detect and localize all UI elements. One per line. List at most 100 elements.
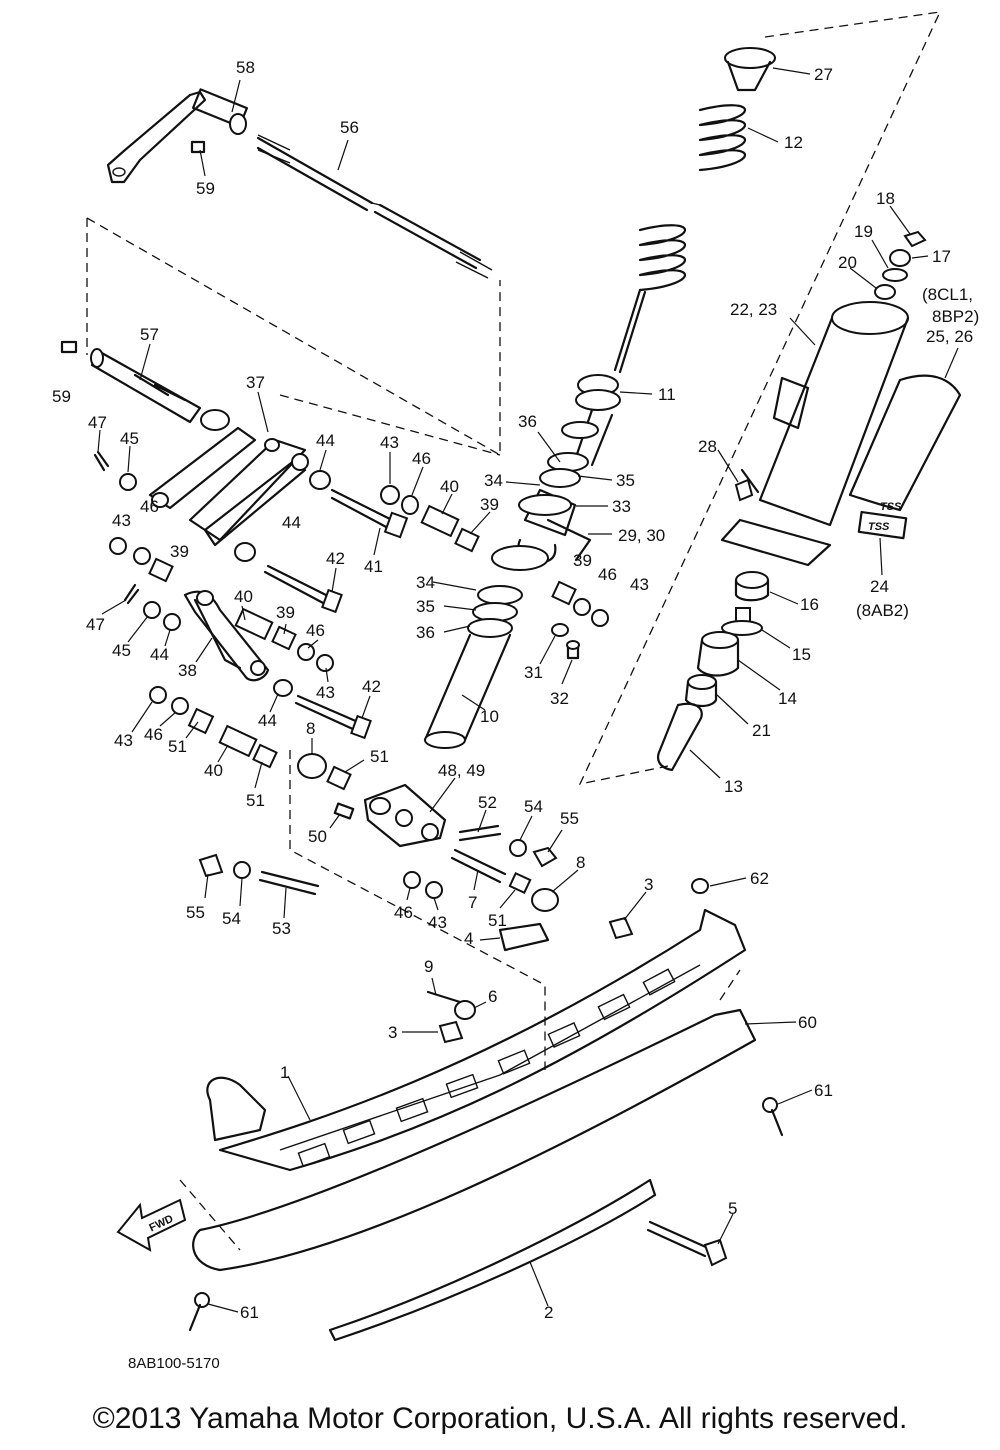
callout-62: 62 bbox=[750, 869, 769, 888]
callout-51: 51 bbox=[370, 747, 389, 766]
nut-3-top bbox=[608, 916, 634, 940]
callout-9: 9 bbox=[424, 957, 433, 976]
callout-47: 47 bbox=[86, 615, 105, 634]
callout-20: 20 bbox=[838, 253, 857, 272]
collar-20 bbox=[874, 284, 896, 300]
callout-15: 15 bbox=[792, 645, 811, 664]
set-screw-59-top bbox=[190, 140, 206, 154]
callout-55: 55 bbox=[560, 809, 579, 828]
callout-10: 10 bbox=[480, 707, 499, 726]
callout-51: 51 bbox=[488, 911, 507, 930]
callout-40: 40 bbox=[440, 477, 459, 496]
callout-46: 46 bbox=[306, 621, 325, 640]
bolt-5 bbox=[646, 1220, 728, 1267]
callout-39: 39 bbox=[170, 542, 189, 561]
variant-note-8bp2: 8BP2) bbox=[932, 307, 979, 326]
callout-54: 54 bbox=[222, 909, 241, 928]
washer-46-e bbox=[573, 598, 591, 616]
callout-22-23: 22, 23 bbox=[730, 300, 777, 319]
arm-37 bbox=[148, 426, 309, 547]
collar-51-a bbox=[187, 707, 215, 735]
callout-34: 34 bbox=[484, 471, 503, 490]
spring-seat-27 bbox=[724, 47, 776, 92]
pin-7 bbox=[450, 848, 507, 884]
washer-44-d bbox=[273, 679, 293, 697]
collar-39-a bbox=[454, 527, 480, 553]
bushing-40-c bbox=[218, 724, 258, 758]
boot-cover-22-23 bbox=[720, 301, 910, 567]
callout-34: 34 bbox=[416, 573, 435, 592]
callout-8: 8 bbox=[576, 853, 585, 872]
ski-bracket-48-49 bbox=[363, 783, 447, 848]
washer-46-d bbox=[171, 697, 189, 715]
callout-53: 53 bbox=[272, 919, 291, 938]
washer-44-b bbox=[234, 542, 256, 562]
callout-43: 43 bbox=[316, 683, 335, 702]
callout-6: 6 bbox=[488, 987, 497, 1006]
callout-8: 8 bbox=[306, 719, 315, 738]
washer-19 bbox=[882, 268, 908, 282]
callout-2: 2 bbox=[544, 1303, 553, 1322]
callout-52: 52 bbox=[478, 793, 497, 812]
bushing-16 bbox=[734, 571, 770, 602]
nut-43-c bbox=[316, 654, 334, 672]
callout-labels: 58 56 59 27 12 18 19 17 20 (8CL1, 8BP2) … bbox=[52, 58, 979, 1322]
steering-arm-58 bbox=[106, 88, 249, 184]
tss-badge-label: TSS bbox=[868, 521, 890, 533]
callout-43: 43 bbox=[630, 575, 649, 594]
rivet-61-left bbox=[188, 1292, 210, 1332]
callout-44: 44 bbox=[282, 513, 301, 532]
callout-5: 5 bbox=[728, 1199, 737, 1218]
callout-60: 60 bbox=[798, 1013, 817, 1032]
callout-39: 39 bbox=[573, 551, 592, 570]
callout-43: 43 bbox=[380, 433, 399, 452]
callout-41: 41 bbox=[364, 557, 383, 576]
callout-39: 39 bbox=[480, 495, 499, 514]
washer-54-b bbox=[233, 861, 251, 879]
callout-40: 40 bbox=[204, 761, 223, 780]
callout-48-49: 48, 49 bbox=[438, 761, 485, 780]
callout-59: 59 bbox=[196, 179, 215, 198]
cotter-pin-47-a bbox=[93, 450, 110, 472]
nut-55-b bbox=[198, 853, 224, 878]
nut-43-e bbox=[591, 609, 609, 627]
callout-61: 61 bbox=[814, 1081, 833, 1100]
nut-18 bbox=[903, 230, 927, 248]
collar-51-c bbox=[326, 765, 352, 791]
bolt-42-b bbox=[294, 694, 372, 740]
bolt-53 bbox=[258, 870, 320, 896]
callout-42: 42 bbox=[326, 549, 345, 568]
bushing-40-a bbox=[420, 504, 460, 538]
nut-3-left bbox=[438, 1020, 464, 1044]
nut-43-d bbox=[149, 686, 167, 704]
callout-29-30: 29, 30 bbox=[618, 526, 665, 545]
screw-50 bbox=[333, 802, 355, 820]
bolt-41 bbox=[330, 488, 409, 539]
bushing-21 bbox=[684, 674, 718, 708]
callout-17: 17 bbox=[932, 247, 951, 266]
assembly-guide-lines bbox=[86, 11, 942, 1251]
leader-lines bbox=[97, 67, 959, 1313]
forward-arrow-icon: FWD bbox=[116, 1198, 187, 1252]
upper-mount-11 bbox=[575, 374, 621, 411]
washer-46-f bbox=[403, 871, 421, 889]
stopper-4 bbox=[498, 922, 550, 952]
callout-59: 59 bbox=[52, 387, 71, 406]
callout-45: 45 bbox=[112, 641, 131, 660]
callout-40: 40 bbox=[234, 587, 253, 606]
callout-4: 4 bbox=[464, 929, 473, 948]
runner-2 bbox=[328, 1178, 657, 1342]
callout-13: 13 bbox=[724, 777, 743, 796]
washer-44-a bbox=[309, 470, 331, 490]
callout-38: 38 bbox=[178, 661, 197, 680]
grease-nipple-32 bbox=[566, 640, 580, 660]
callout-35: 35 bbox=[416, 597, 435, 616]
bolt-28 bbox=[734, 468, 760, 502]
callout-51: 51 bbox=[168, 737, 187, 756]
callout-37: 37 bbox=[246, 373, 265, 392]
nut-55-a bbox=[532, 846, 558, 868]
callout-58: 58 bbox=[236, 58, 255, 77]
callout-46: 46 bbox=[412, 449, 431, 468]
callout-32: 32 bbox=[550, 689, 569, 708]
